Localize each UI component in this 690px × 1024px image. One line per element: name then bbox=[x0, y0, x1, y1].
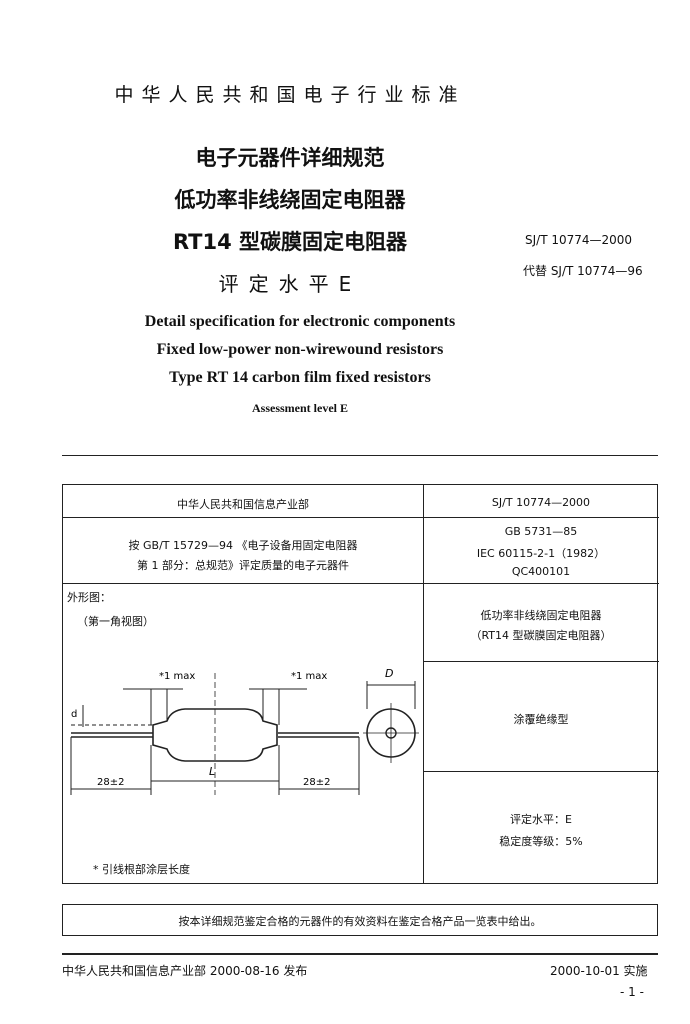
lead-max-label-1: *1 max bbox=[159, 671, 195, 682]
title-en-line-1: Detail specification for electronic comp… bbox=[144, 313, 456, 330]
standard-number: SJ/T 10774—2000 bbox=[525, 233, 633, 247]
table-rule-2 bbox=[63, 583, 659, 584]
outline-label: 外形图： bbox=[67, 591, 111, 604]
effective-date: 2000-10-01 实施 bbox=[550, 964, 648, 978]
ref-standard-2: IEC 60115-2-1（1982） bbox=[476, 547, 606, 560]
basis-line-1: 按 GB/T 15729—94 《电子设备用固定电阻器 bbox=[128, 539, 358, 552]
product-name-line-2: （RT14 型碳膜固定电阻器） bbox=[470, 629, 612, 642]
lead-max-label-2: *1 max bbox=[291, 671, 327, 682]
table-standard-number: SJ/T 10774—2000 bbox=[491, 496, 591, 509]
title-en-line-3: Type RT 14 carbon film fixed resistors bbox=[169, 369, 431, 386]
stability-class: 稳定度等级：5% bbox=[499, 835, 583, 848]
resistor-body bbox=[152, 708, 278, 762]
standard-replaces: 代替 SJ/T 10774—96 bbox=[523, 264, 643, 278]
lead-length-label-2: 28±2 bbox=[303, 777, 330, 788]
diameter-label: D bbox=[385, 667, 393, 680]
note-box: 按本详细规范鉴定合格的元器件的有效资料在鉴定合格产品一览表中给出。 bbox=[62, 904, 658, 936]
title-en-line-2: Fixed low-power non-wirewound resistors bbox=[156, 341, 444, 358]
note-text: 按本详细规范鉴定合格的元器件的有效资料在鉴定合格产品一览表中给出。 bbox=[178, 915, 542, 928]
table-rule-4 bbox=[423, 771, 659, 772]
lead-diameter-label: d bbox=[71, 709, 77, 720]
top-rule bbox=[62, 455, 658, 456]
title-cn-line-4: 评定水平E bbox=[218, 272, 362, 296]
title-en-line-4: Assessment level E bbox=[252, 401, 348, 415]
header-organization: 中华人民共和国电子行业标准 bbox=[114, 84, 466, 106]
lead-length-label-1: 28±2 bbox=[97, 777, 124, 788]
page-number: - 1 - bbox=[620, 985, 644, 999]
title-cn-line-3: RT14 型碳膜固定电阻器 bbox=[172, 230, 408, 254]
length-label: L bbox=[209, 765, 215, 778]
ref-standard-3: QC400101 bbox=[511, 565, 571, 578]
ref-standard-1: GB 5731—85 bbox=[504, 525, 578, 538]
lead-note: * 引线根部涂层长度 bbox=[93, 863, 190, 876]
title-cn-line-2: 低功率非线绕固定电阻器 bbox=[174, 188, 406, 212]
table-rule-3 bbox=[423, 661, 659, 662]
spec-table: 中华人民共和国信息产业部 SJ/T 10774—2000 按 GB/T 1572… bbox=[62, 484, 659, 884]
table-divider-vertical bbox=[423, 485, 424, 883]
view-label: （第一角视图） bbox=[77, 615, 154, 628]
issuing-authority: 中华人民共和国信息产业部 bbox=[177, 498, 309, 511]
assessment-level: 评定水平：E bbox=[510, 813, 572, 826]
publish-date: 中华人民共和国信息产业部 2000-08-16 发布 bbox=[62, 964, 308, 978]
basis-line-2: 第 1 部分：总规范》评定质量的电子元器件 bbox=[137, 559, 349, 572]
product-name-line-1: 低功率非线绕固定电阻器 bbox=[480, 609, 602, 622]
table-rule-1 bbox=[63, 517, 659, 518]
title-cn-line-1: 电子元器件详细规范 bbox=[195, 146, 385, 170]
resistor-outline-drawing: *1 max *1 max d L 28±2 28±2 D bbox=[70, 667, 419, 795]
coating-type: 涂覆绝缘型 bbox=[513, 713, 569, 726]
bottom-rule bbox=[62, 953, 658, 955]
